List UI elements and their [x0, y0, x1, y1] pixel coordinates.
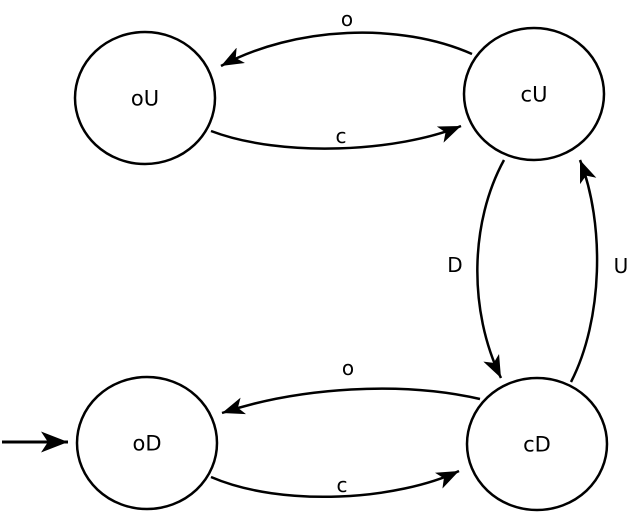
- state-node-cD: cD: [465, 376, 609, 512]
- transition-cU-oU-label: o: [341, 7, 353, 31]
- state-oD-label: oD: [132, 431, 161, 455]
- transition-oU-cU-label: c: [336, 124, 347, 148]
- state-cU-circle: [462, 26, 606, 162]
- transition-cD-cU-label: U: [614, 254, 629, 278]
- state-oU-label: oU: [131, 86, 159, 110]
- state-oD-circle: [75, 375, 219, 511]
- transition-oD-cD-label: c: [337, 473, 348, 497]
- state-node-oU: oU: [73, 30, 217, 166]
- state-cD-label: cD: [523, 432, 551, 456]
- transition-cU-cD-edge: [476, 159, 506, 379]
- transition-cU-oU-edge: [220, 31, 473, 68]
- transition-oD-cD-edge: [210, 469, 460, 498]
- state-node-cU: cU: [462, 26, 606, 162]
- transition-cU-cD-label: D: [447, 253, 462, 277]
- state-oU-circle: [73, 30, 217, 166]
- state-cU-label: cU: [521, 82, 548, 106]
- transition-cD-cU-edge: [569, 159, 599, 383]
- transition-cD-oD-edge: [221, 387, 481, 415]
- transition-cD-oD-label: o: [342, 356, 354, 380]
- state-node-oD: oD: [75, 375, 219, 511]
- transition-oU-cU-edge: [210, 124, 462, 150]
- state-cD-circle: [465, 376, 609, 512]
